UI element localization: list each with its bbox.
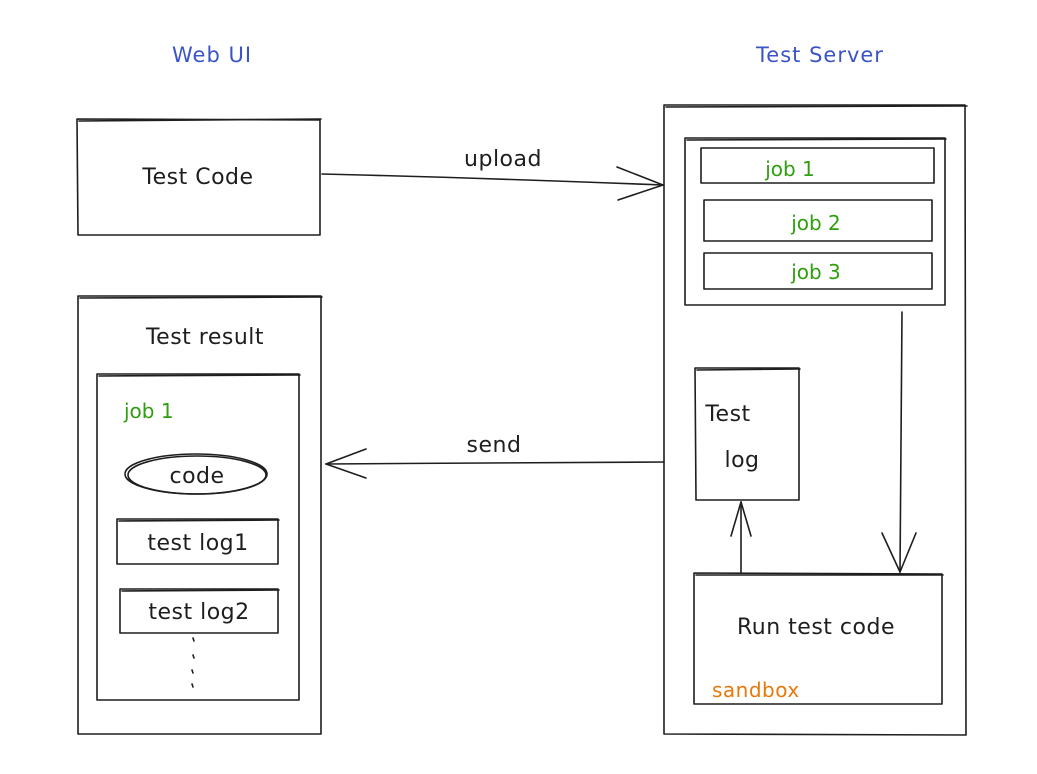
log-item-label: test log1 — [147, 531, 248, 556]
job-queue-item-label: job 3 — [790, 260, 841, 284]
upload-label: upload — [464, 147, 542, 172]
job-queue-item-label: job 1 — [764, 157, 815, 181]
job-queue-item: job 3 — [703, 252, 933, 290]
code-pill: code — [124, 453, 268, 495]
result-job-label: job 1 — [123, 399, 174, 423]
code-pill-label: code — [169, 464, 224, 489]
sandbox-label: sandbox — [712, 678, 800, 702]
test-result-panel: Test result job 1 code test log1 test lo… — [77, 295, 323, 735]
more-dots — [191, 637, 195, 688]
run-test-code-box: Run test code sandbox — [693, 572, 944, 705]
test-result-title: Test result — [145, 325, 264, 350]
run-test-code-label: Run test code — [737, 615, 895, 640]
queue-to-run-arrow — [881, 311, 917, 573]
job-queue-item: job 1 — [700, 147, 935, 184]
test-server-header: Test Server — [755, 43, 884, 67]
test-code-box: Test Code — [76, 118, 322, 236]
test-log-label-line2: log — [724, 448, 759, 473]
send-arrow: send — [325, 433, 665, 479]
test-log-label-line1: Test — [704, 402, 750, 427]
web-ui-header: Web UI — [172, 43, 252, 67]
send-label: send — [467, 433, 522, 458]
log-item: test log2 — [119, 588, 280, 634]
upload-arrow: upload — [321, 147, 664, 201]
log-item-label: test log2 — [148, 600, 249, 625]
log-item: test log1 — [116, 518, 280, 565]
job-queue: job 1 job 2 job 3 — [684, 137, 947, 306]
run-to-log-arrow — [730, 501, 752, 574]
test-server-box — [663, 104, 968, 736]
test-log-box: Test log — [694, 367, 801, 501]
test-code-label: Test Code — [141, 165, 253, 190]
job-queue-item: job 2 — [703, 199, 933, 242]
job-queue-item-label: job 2 — [790, 211, 841, 235]
